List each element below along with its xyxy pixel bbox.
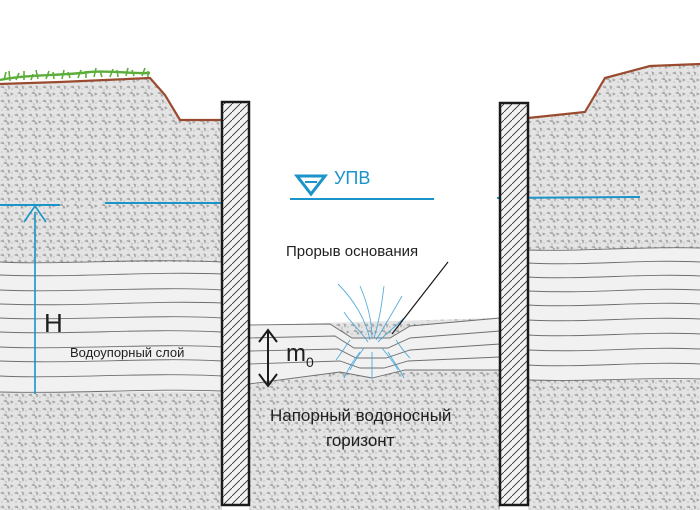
thickness-arrow xyxy=(258,328,278,388)
grass xyxy=(0,67,151,82)
breakthrough-streaks xyxy=(335,283,411,379)
aquifer-label-line2: горизонт xyxy=(326,431,395,450)
aquiclude-label: Водоупорный слой xyxy=(70,345,184,360)
right-sheet-pile xyxy=(498,101,530,507)
left-ground-surface xyxy=(0,76,222,122)
left-sheet-pile xyxy=(220,100,251,507)
water-level-label: УПВ xyxy=(334,168,370,188)
clay-strata-lines-left xyxy=(0,260,223,393)
aquifer-label-line1: Напорный водоносный xyxy=(270,406,451,425)
clay-strata-lines-right xyxy=(527,247,700,381)
breakthrough-pointer xyxy=(391,261,449,335)
head-label: H xyxy=(44,308,63,338)
aquiclude-layer-excavation xyxy=(249,318,500,384)
right-ground-surface xyxy=(527,62,700,120)
breakthrough-label: Прорыв основания xyxy=(286,243,418,260)
aquiclude-layer-right xyxy=(528,248,700,380)
aquiclude-layer-left xyxy=(0,262,222,392)
thickness-label-main: m xyxy=(286,340,306,367)
head-arrow xyxy=(23,204,47,394)
thickness-label: m0 xyxy=(286,340,314,370)
thickness-label-sub: 0 xyxy=(306,354,314,370)
water-level-marker-icon xyxy=(293,174,329,197)
